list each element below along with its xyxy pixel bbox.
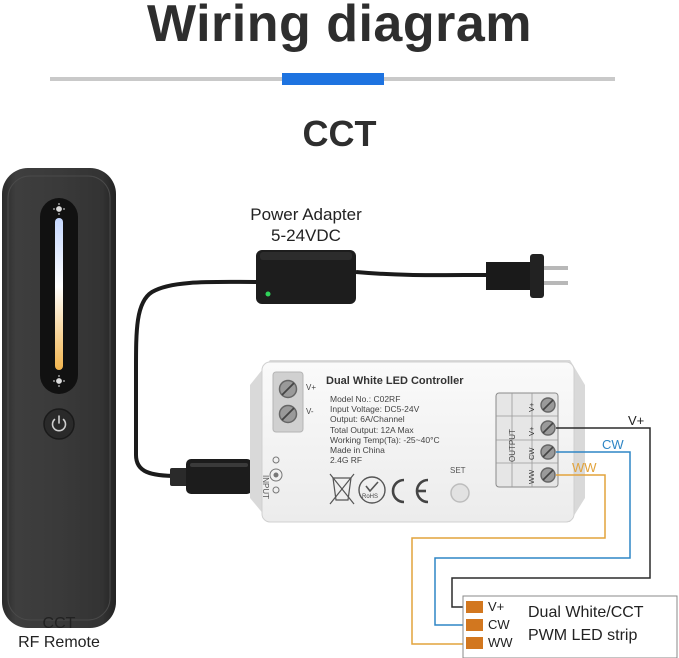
controller-spec-list: Model No.: C02RF Input Voltage: DC5-24V … <box>330 394 440 465</box>
dc-jack-symbol <box>269 456 283 494</box>
adapter-body <box>256 250 356 304</box>
weee-icon <box>329 473 355 505</box>
strip-label-line2: PWM LED strip <box>528 627 638 644</box>
rohs-icon <box>358 476 386 504</box>
title-divider-accent <box>282 73 384 85</box>
cw-wire-label: CW <box>602 437 624 452</box>
output-terminal-label-ww: WW <box>527 469 536 484</box>
power-icon <box>51 415 67 432</box>
strip-pad-vplus <box>466 601 483 613</box>
cw-wire <box>434 451 631 626</box>
output-terminal-label-cw: CW <box>527 447 536 461</box>
strip-pad-ww <box>466 637 483 649</box>
rf-remote <box>2 168 116 628</box>
spec-line: Model No.: C02RF <box>330 394 401 404</box>
adapter-led-indicator <box>265 291 271 297</box>
adapter-label-line1: Power Adapter <box>250 205 362 224</box>
plug-prong-top <box>544 266 568 270</box>
spec-line: Input Voltage: DC5-24V <box>330 404 420 415</box>
power-adapter <box>256 250 356 304</box>
cct-slider[interactable] <box>55 218 63 370</box>
ce-mark <box>391 478 429 504</box>
ac-cable <box>355 270 489 278</box>
diagram-title: Wiring diagram <box>146 0 532 53</box>
output-terminal-label-vplus-2: V+ <box>527 426 536 436</box>
diagram-subtitle: CCT <box>302 113 377 154</box>
output-wires <box>411 427 651 645</box>
led-strip <box>462 595 678 658</box>
remote-body <box>2 168 116 628</box>
rohs-label: RoHS <box>362 494 379 500</box>
spec-line: Working Temp(Ta): -25~40°C <box>330 434 440 445</box>
led-strip-outline <box>462 595 678 658</box>
strip-pad-label-vplus: V+ <box>488 599 505 614</box>
plug-prong-bottom <box>544 281 568 285</box>
output-label: OUTPUT <box>508 429 517 462</box>
strip-pad-label-cw: CW <box>488 617 510 632</box>
ww-wire <box>411 474 606 645</box>
input-minus-label: V- <box>306 407 314 416</box>
dc-plug <box>186 459 252 494</box>
output-terminal-label-vplus-1: V+ <box>527 402 536 412</box>
dc-cable <box>134 279 257 478</box>
spec-line: Output: 6A/Channel <box>330 414 405 425</box>
remote-label-line1: CCT <box>42 615 76 632</box>
dc-cable-strain-relief <box>170 468 188 486</box>
spec-line: 2.4G RF <box>330 455 363 466</box>
set-button-label: SET <box>450 466 466 475</box>
controller-title: Dual White LED Controller <box>326 375 464 387</box>
adapter-label-line2: 5-24VDC <box>271 226 341 245</box>
remote-label-line2: RF Remote <box>18 634 100 651</box>
set-button[interactable] <box>450 483 470 503</box>
spec-line: Made in China <box>330 445 385 456</box>
input-plus-label: V+ <box>306 383 317 392</box>
sun-icon <box>53 203 65 387</box>
strip-label-line1: Dual White/CCT <box>528 604 644 621</box>
vplus-wire <box>451 427 651 608</box>
vplus-wire-label: V+ <box>628 413 645 428</box>
input-label: INPUT <box>261 475 270 499</box>
power-button[interactable] <box>43 408 75 440</box>
led-controller <box>250 360 585 523</box>
spec-line: Total Output: 12A Max <box>330 424 414 435</box>
strip-pad-cw <box>466 619 483 631</box>
ww-wire-label: WW <box>572 460 597 475</box>
strip-pad-label-ww: WW <box>488 635 513 650</box>
wall-plug <box>486 262 530 290</box>
